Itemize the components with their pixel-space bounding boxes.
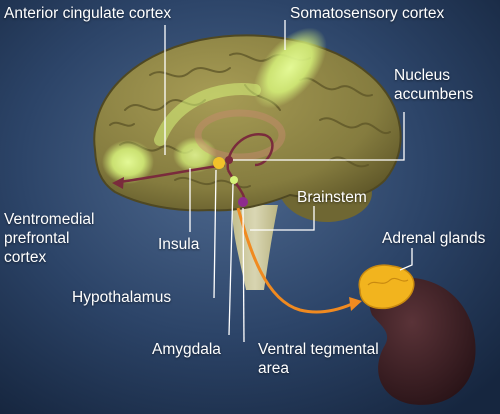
signal-arrowhead <box>349 297 362 311</box>
label-adrenal-glands: Adrenal glands <box>382 230 486 247</box>
limbic-ring <box>194 109 286 161</box>
label-somatosensory: Somatosensory cortex <box>290 5 445 22</box>
label-ventromedial-line3: cortex <box>4 249 47 266</box>
label-ventromedial: Ventromedial prefrontal cortex <box>4 210 94 267</box>
leader-nucleus-accumbens <box>233 112 405 161</box>
leader-vta <box>242 207 245 343</box>
leader-hypothalamus <box>213 169 217 299</box>
label-insula: Insula <box>158 236 200 253</box>
insula-region <box>173 137 217 173</box>
label-hypothalamus: Hypothalamus <box>72 289 172 306</box>
nucleus-accumbens-node <box>225 156 233 164</box>
label-ventromedial-line1: Ventromedial <box>4 211 95 228</box>
label-anterior-cingulate: Anterior cingulate cortex <box>4 5 172 22</box>
hypothalamus-nucleus <box>213 157 225 169</box>
label-nucleus-accumbens-line2: accumbens <box>394 86 474 103</box>
pathway-to-prefrontal <box>119 163 226 184</box>
signal-path <box>236 207 353 314</box>
label-vta-line1: Ventral tegmental <box>258 341 379 358</box>
adrenal-gland-shape <box>358 264 415 310</box>
adrenal-texture <box>367 277 409 286</box>
pathway-arrowhead <box>112 177 124 189</box>
amygdala-node <box>230 176 238 184</box>
leader-brainstem <box>250 206 315 231</box>
label-nucleus-accumbens: Nucleus accumbens <box>394 66 473 104</box>
brain-hemisphere <box>93 34 402 212</box>
label-nucleus-accumbens-line1: Nucleus <box>394 67 450 84</box>
kidney <box>369 277 476 405</box>
leader-amygdala <box>228 183 234 336</box>
label-amygdala: Amygdala <box>152 341 221 358</box>
label-ventromedial-line2: prefrontal <box>4 230 70 247</box>
vmpfc-region <box>102 140 154 184</box>
anterior-cingulate-region <box>154 83 261 146</box>
limbic-pathway <box>226 132 274 171</box>
label-vta-line2: area <box>258 360 290 377</box>
label-vta: Ventral tegmental area <box>258 340 379 378</box>
vta-node <box>238 197 248 207</box>
somatosensory-region <box>253 27 327 109</box>
leader-lines <box>164 20 413 343</box>
leader-adrenal <box>399 248 413 271</box>
label-brainstem: Brainstem <box>297 189 367 206</box>
